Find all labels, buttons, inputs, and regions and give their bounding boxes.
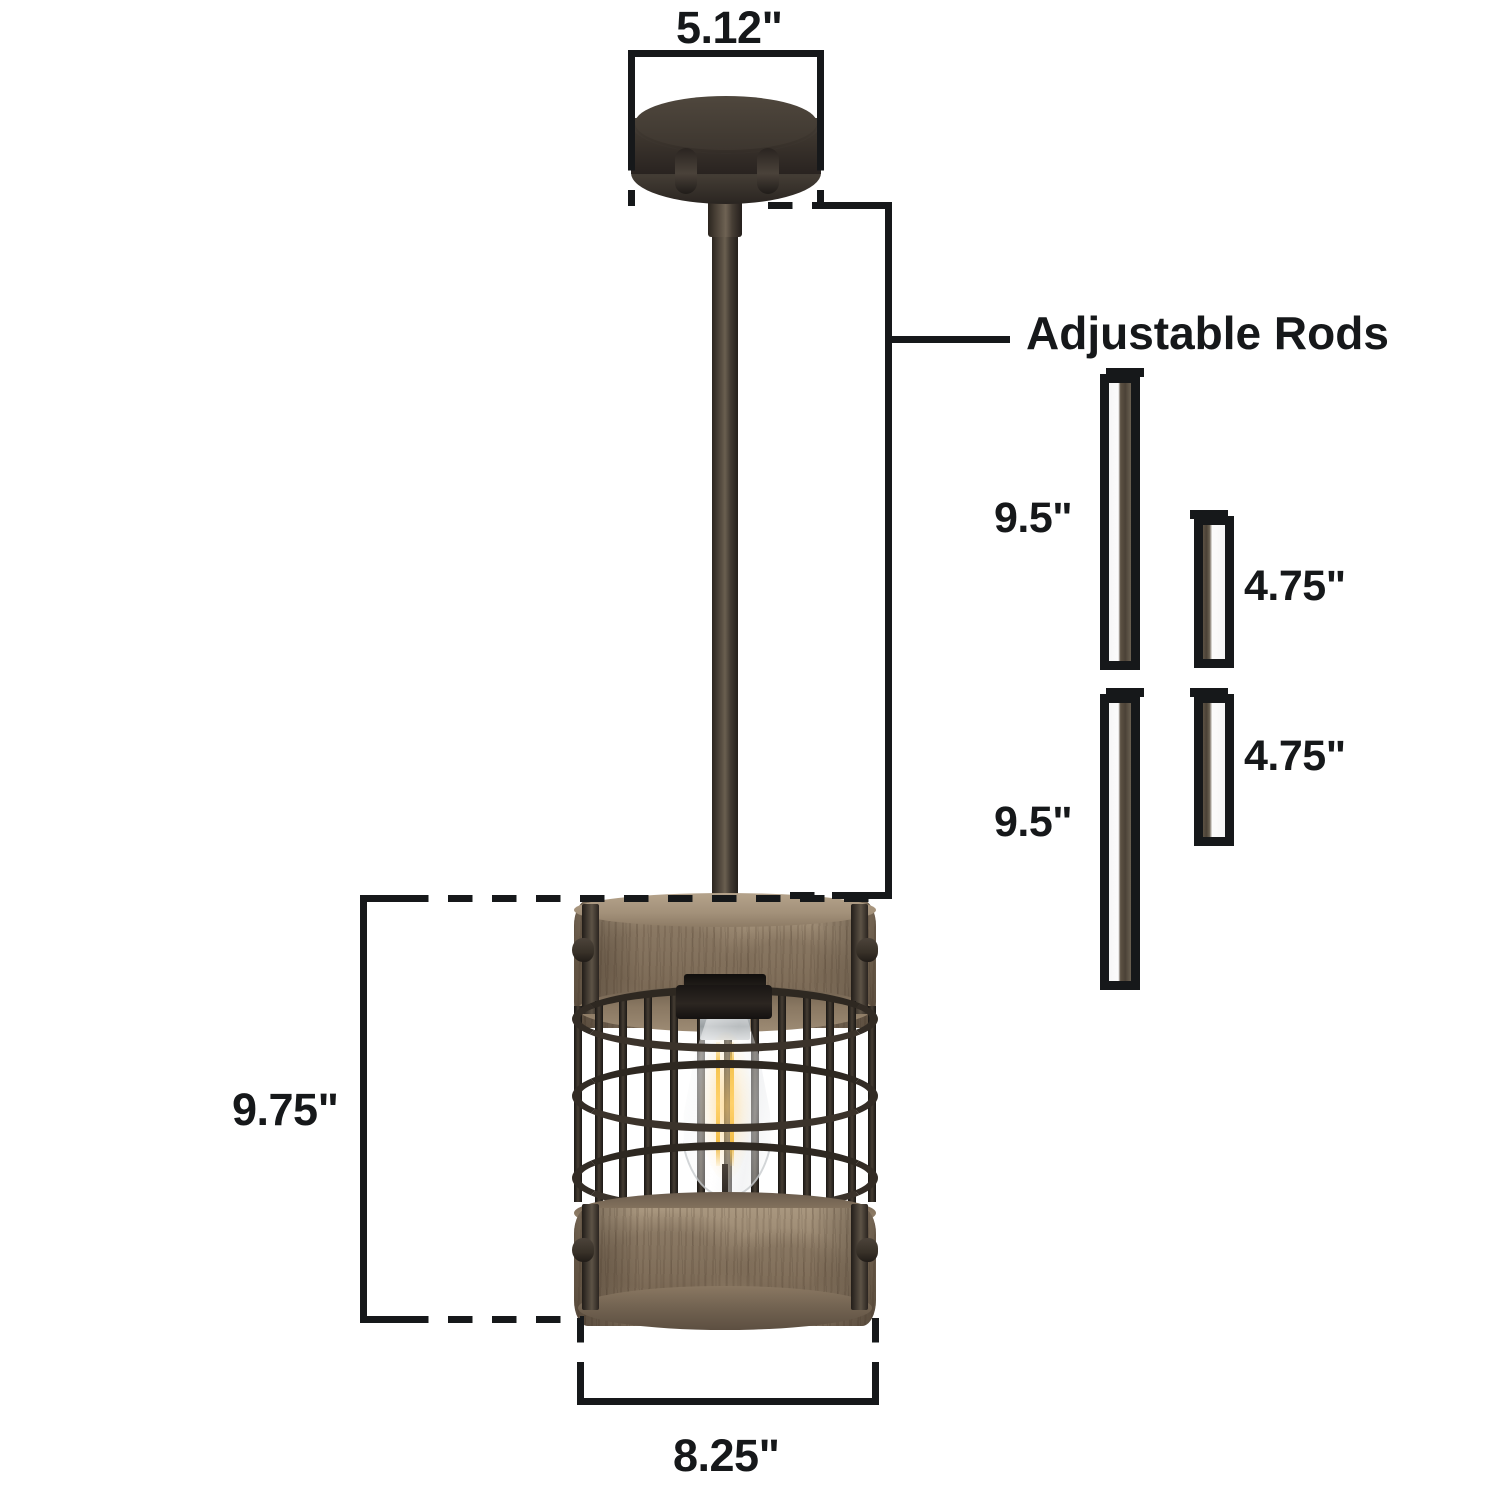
extline-width-left [577, 1318, 584, 1404]
label-rod-long-bottom: 9.5" [994, 798, 1073, 846]
label-rod-short-top: 4.75" [1244, 562, 1346, 610]
cage-ring-upper [572, 1060, 878, 1132]
dimline-canopy-width-top [628, 50, 824, 57]
shade-knob-top-right [856, 938, 878, 962]
dimline-height-top-arm [360, 895, 410, 902]
dimline-width-bottom [577, 1398, 879, 1405]
dimline-rod-vertical [885, 202, 892, 899]
extline-height-top [404, 895, 872, 902]
bulb-socket-housing [676, 985, 772, 1019]
shade-knob-bottom-right [856, 1238, 878, 1262]
extline-height-bottom [404, 1316, 584, 1323]
dimline-height-vertical [360, 895, 367, 1323]
metal-cage [572, 974, 878, 1214]
dimline-canopy-width-right-tick [817, 50, 824, 146]
adjustable-rod-long-top [1100, 374, 1140, 670]
dimline-width-left-tick [577, 1368, 584, 1405]
ceiling-canopy [631, 92, 821, 204]
canopy-screw-left [675, 148, 697, 194]
extline-width-right [872, 1318, 879, 1404]
wood-band-bottom-underside [578, 1286, 872, 1330]
canopy-screw-right [757, 148, 779, 194]
leader-adjustable-rods [885, 336, 1010, 343]
label-rod-long-top: 9.5" [994, 494, 1073, 542]
adjustable-rod-long-bottom [1100, 694, 1140, 990]
adjustable-rod-short-bottom-cap [1190, 688, 1228, 697]
dimline-canopy-width-left-tick [628, 50, 635, 146]
label-adjustable-rods-title: Adjustable Rods [1026, 307, 1389, 359]
adjustable-rod-long-bottom-cap [1106, 688, 1144, 697]
dimline-height-bottom-arm [360, 1316, 410, 1323]
canopy-top-disc [631, 92, 821, 154]
canopy-rim [635, 96, 817, 150]
shade-knob-top-left [572, 938, 594, 962]
adjustable-rod-short-top [1194, 516, 1234, 668]
extline-canopy-left [628, 146, 635, 206]
dimline-width-right-tick [872, 1368, 879, 1405]
label-fixture-height: 9.75" [232, 1084, 339, 1135]
downrod-stem [712, 196, 738, 908]
label-fixture-width: 8.25" [673, 1430, 780, 1481]
adjustable-rod-short-top-cap [1190, 510, 1228, 519]
adjustable-rod-long-top-cap [1106, 368, 1144, 377]
adjustable-rod-short-bottom [1194, 694, 1234, 846]
dimline-rod-top-corner [832, 202, 892, 209]
extline-rod-top [768, 202, 892, 209]
label-rod-short-bottom: 4.75" [1244, 732, 1346, 780]
extline-canopy-right [817, 146, 824, 206]
shade-knob-bottom-left [572, 1238, 594, 1262]
label-canopy-width: 5.12" [676, 2, 783, 53]
